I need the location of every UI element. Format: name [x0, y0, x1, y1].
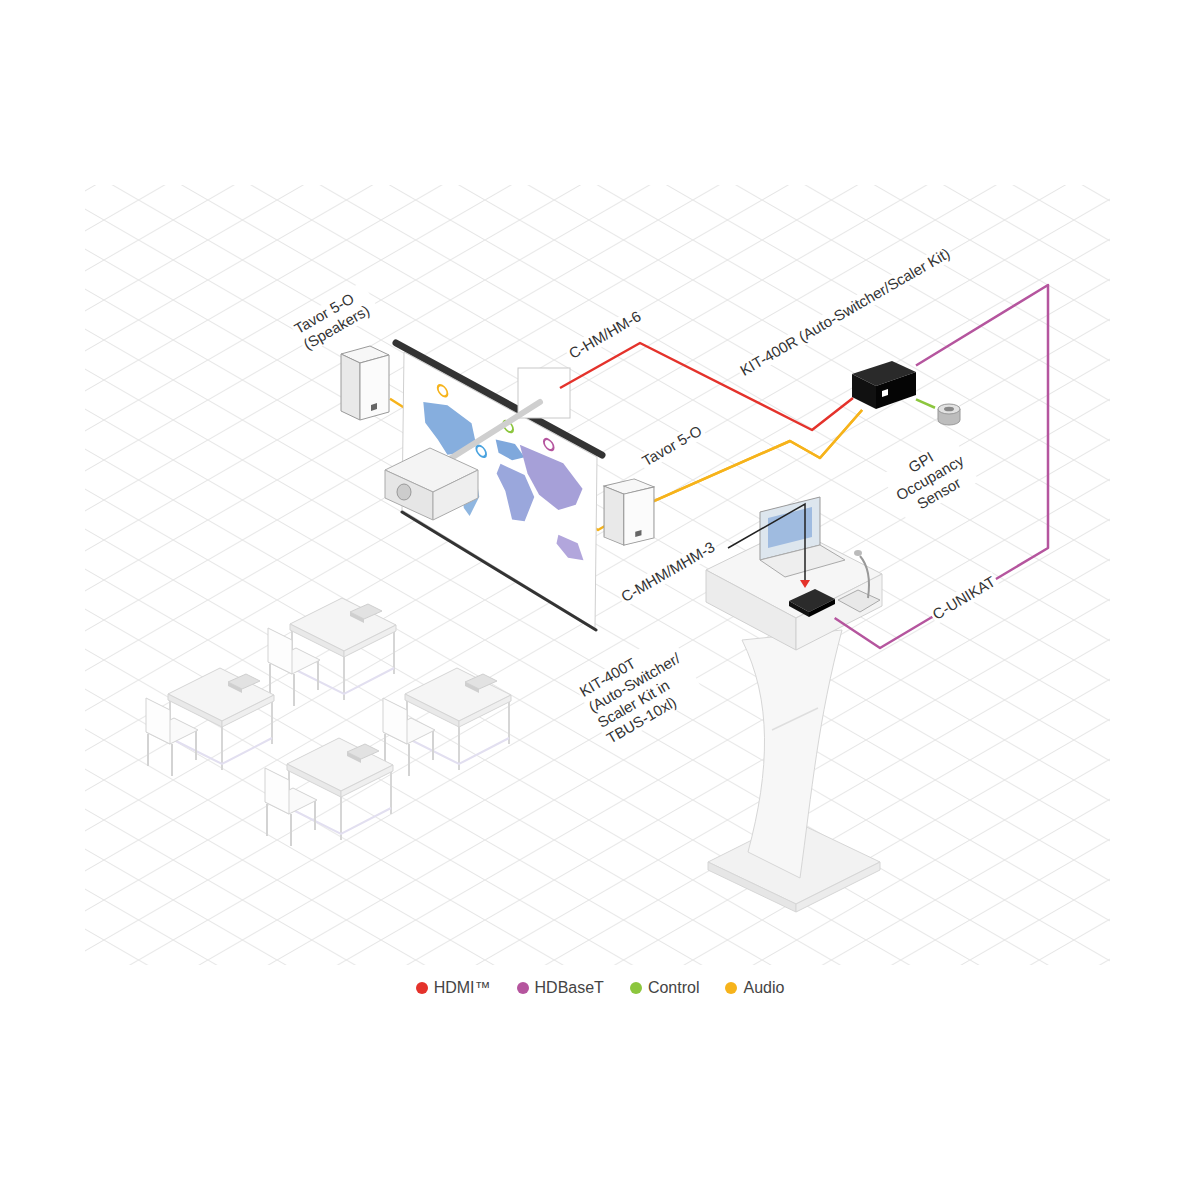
legend-text: Audio: [743, 978, 784, 998]
desk: [146, 668, 274, 776]
legend-item: Audio: [725, 978, 784, 998]
speaker-logo: [635, 530, 641, 537]
laptop-base: [760, 545, 845, 577]
projector-side: [433, 470, 478, 520]
projector-lens: [397, 484, 411, 500]
projector-front: [385, 470, 433, 520]
projector-mount: [445, 402, 540, 462]
hdmi-cable: [560, 343, 853, 430]
transmitter-node: KIT-400T (Auto-Switcher/ Scaler Kit in T…: [788, 588, 836, 618]
cable-connector: [835, 285, 1048, 648]
map-continent: [556, 532, 583, 566]
legend: HDMI™ HDBaseT Control Audio: [0, 978, 1200, 998]
map-marker: [544, 437, 554, 452]
sensor-node: GPI Occupancy Sensor: [935, 400, 963, 428]
legend-text: Control: [648, 978, 700, 998]
legend-swatch: [725, 982, 737, 994]
legend-swatch: [416, 982, 428, 994]
sensor-lens: [944, 407, 954, 412]
cable-arrowhead: [800, 580, 810, 588]
transmitter-drawing: [788, 588, 836, 618]
speaker-logo: [371, 403, 377, 411]
legend-swatch: [517, 982, 529, 994]
receiver-side: [876, 372, 916, 409]
legend-item: Control: [630, 978, 700, 998]
speaker-node: Tavor 5-O (Speakers): [340, 345, 390, 421]
podium-shelf: [772, 708, 818, 730]
speaker-drawing: [603, 478, 655, 546]
speaker-front: [624, 487, 654, 545]
map-marker: [438, 383, 448, 398]
legend-item: HDMI™: [416, 978, 491, 998]
legend-text: HDBaseT: [535, 978, 604, 998]
speaker-front: [360, 355, 389, 420]
transmitter-edge: [789, 601, 809, 617]
podium-column: [742, 630, 842, 878]
speaker-side: [341, 354, 360, 420]
speaker-drawing: [340, 345, 390, 421]
receiver-front: [852, 374, 876, 409]
podium-front: [706, 570, 796, 650]
screen-bottom-bar: [402, 512, 596, 630]
receiver-drawing: [852, 360, 916, 410]
map-continent: [496, 433, 525, 467]
sensor-top: [938, 404, 960, 414]
laptop-cable: [728, 504, 805, 582]
cable-connector: [916, 399, 935, 407]
desk: [383, 668, 511, 776]
legend-item: HDBaseT: [517, 978, 604, 998]
map-marker: [476, 444, 486, 459]
cable-connector: [655, 410, 862, 501]
floor-grid: [85, 185, 1110, 965]
map-continent: [520, 440, 583, 524]
receiver-logo: [882, 389, 888, 397]
microphone-base: [838, 590, 880, 612]
speaker-node: Tavor 5-O: [603, 478, 655, 546]
speaker-side: [604, 486, 624, 545]
sensor-drawing: [935, 400, 963, 428]
transmitter-edge: [809, 599, 835, 617]
legend-text: HDMI™: [434, 978, 491, 998]
desk: [265, 738, 393, 846]
podium-base-edge: [796, 862, 880, 912]
microphone-head: [854, 550, 862, 556]
microphone-neck: [860, 556, 869, 598]
desk: [268, 598, 396, 706]
legend-swatch: [630, 982, 642, 994]
receiver-node: KIT-400R (Auto-Switcher/Scaler Kit): [852, 360, 916, 410]
